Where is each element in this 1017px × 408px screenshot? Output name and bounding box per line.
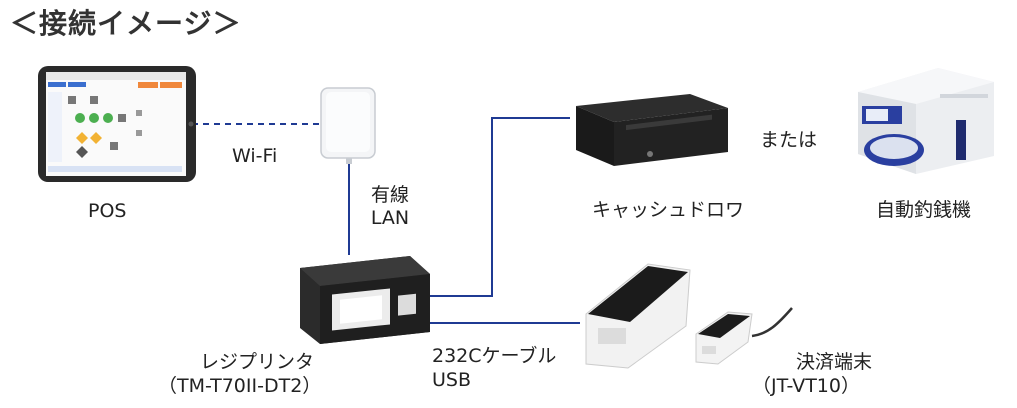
lan-label-line1: 有線: [360, 184, 420, 207]
cable-label-line2: USB: [432, 368, 556, 392]
pos-label: POS: [88, 200, 126, 222]
printer-label-line1: レジプリンタ: [158, 350, 321, 374]
change-machine-image: [848, 64, 996, 176]
printer-label-line2: （TM-T70II-DT2）: [158, 374, 321, 398]
lan-label: 有線 LAN: [360, 184, 420, 230]
receipt-printer-image: [280, 248, 440, 346]
terminal-label: 決済端末 （JT-VT10）: [752, 350, 872, 398]
lan-label-line2: LAN: [360, 207, 420, 230]
changer-label: 自動釣銭機: [876, 195, 971, 222]
terminal-label-line1: 決済端末: [752, 350, 872, 374]
terminal-label-line2: （JT-VT10）: [752, 374, 872, 398]
cash-drawer-image: [570, 92, 730, 172]
drawer-link-line: [428, 118, 570, 296]
cable-label: 232Cケーブル USB: [432, 344, 556, 392]
cable-label-line1: 232Cケーブル: [432, 344, 556, 368]
pos-tablet-image: [38, 66, 198, 184]
access-point-image: [319, 86, 381, 164]
or-label: または: [760, 125, 817, 152]
drawer-label: キャッシュドロワ: [592, 195, 744, 222]
wifi-label: Wi-Fi: [232, 145, 277, 167]
printer-label: レジプリンタ （TM-T70II-DT2）: [158, 350, 321, 398]
